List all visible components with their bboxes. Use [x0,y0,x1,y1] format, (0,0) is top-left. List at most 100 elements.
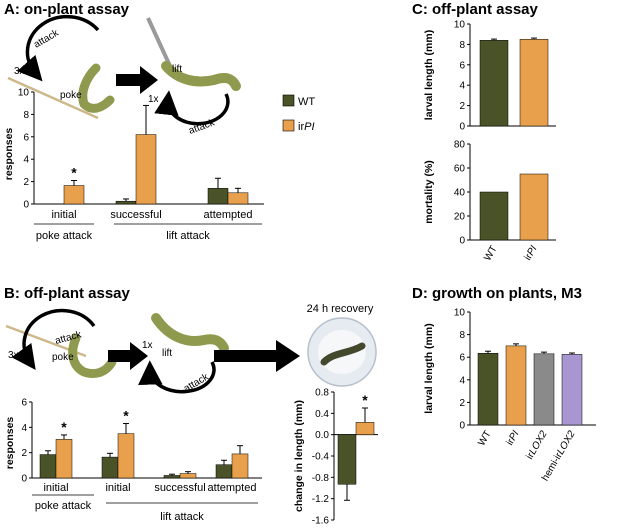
chart-b-category-label: initial [105,482,130,494]
legend-ir-gene: PI [304,121,314,133]
panel-a-illustration: attack 3x poke lift attack 1x [7,14,241,137]
chart-d-ylabel: larval length (mm) [423,323,435,413]
chart-a-ytick-label: 2 [23,177,29,188]
chart-c-mortality-bar [479,191,509,241]
attack-label-b1: attack [54,329,84,347]
chart-a-bar-irpi [63,185,85,205]
chart-a-ylabel: responses [3,128,15,181]
caterpillar-b1 [68,333,117,379]
chart-b-change-ytick-label: 0.8 [315,388,329,399]
chart-d-category-label: WT [476,429,493,448]
chart-c-length-ylabel: larval length (mm) [423,30,435,120]
attack-arrow-b1 [11,308,96,370]
panel-b-illustration: attack 3x poke lift attack 1x 24 h recov… [5,303,377,395]
chart-d-bar [505,345,527,426]
chart-d-ytick-label: 10 [454,308,466,319]
chart-a-ytick-label: 6 [23,132,29,143]
attack-label-a2: attack [187,117,217,137]
chart-b-change-ytick-label: 0.4 [315,409,329,420]
chart-c-mortality-category-label-prefix: ir [523,252,536,263]
caterpillar-a1 [78,63,115,113]
chart-d-category-label: irPI [505,429,522,448]
chart-b-significance: * [123,408,129,424]
legend-swatch-irpi [282,119,295,132]
chart-d-bar [533,353,555,426]
caterpillar-b2 [151,313,229,353]
chart-c-mortality-ytick-label: 20 [454,212,466,223]
chart-a-bar-irpi [135,134,157,205]
chart-b-change-ylabel: change in length (mm) [293,400,305,512]
chart-b-bar-wt [163,475,181,479]
transition-arrow-b2 [214,340,300,372]
chart-c-mortality-ytick-label: 40 [454,188,466,199]
chart-c-mortality-ytick-label: 60 [454,164,466,175]
chart-d-bar [561,354,583,426]
chart-d-ytick-label: 8 [459,330,465,341]
chart-c-length-ytick-label: 10 [454,20,466,31]
chart-c-length-bar [519,39,549,127]
chart-a-category-label: successful [110,209,161,221]
chart-c-mortality-category-label: WT [482,244,499,263]
attack-arrow-a1 [17,14,100,82]
legend: WT irPI [282,94,315,133]
chart-b-change-ytick-label: 0.0 [315,430,329,441]
chart-b-bar-wt [215,464,233,479]
chart-d-category-label-prefix: ir [525,451,538,462]
chart-a-bar-wt [207,188,229,205]
chart-b-bar-wt [101,456,119,479]
chart-c-mortality-bar [519,173,549,241]
count-label-a1: 3x [14,66,25,77]
count-label-b2: 1x [142,340,153,351]
chart-a-category-label: attempted [204,209,253,221]
attack-arrow-a2 [154,90,230,126]
chart-c-mortality-ytick-label: 80 [454,140,466,151]
chart-d-category-label: irLOX2 [525,429,550,462]
chart-b-bar-irpi [179,473,197,479]
chart-c-mortality-ylabel: mortality (%) [423,160,435,224]
chart-c-mortality-category-label: irPI [523,244,540,263]
lift-label-a: lift [172,64,182,75]
chart-a-ytick-label: 8 [23,110,29,121]
chart-b-ytick-label: 0 [21,474,27,485]
lift-label-b: lift [162,348,172,359]
panel-c-title: C: off-plant assay [412,1,539,18]
legend-ir-prefix: ir [298,121,304,133]
chart-d-category-label-gene: LOX2 [527,429,550,457]
chart-c-length-ytick-label: 8 [459,40,465,51]
chart-b-change: 0.80.40.0-0.4-0.8-1.2-1.6*change in leng… [293,388,378,527]
group-label-a-lift: lift attack [166,230,210,242]
chart-a-ytick-label: 4 [23,155,29,166]
chart-a-significance: * [71,164,77,180]
chart-a-bar-irpi [227,192,249,205]
chart-b-change-bar-irpi [355,422,375,435]
poke-stick [7,76,99,120]
poke-label-a: poke [60,90,82,101]
chart-b-bar-wt [39,454,57,479]
panel-b-title: B: off-plant assay [4,285,131,302]
chart-c-length-ytick-label: 6 [459,60,465,71]
chart-a-ytick-label: 10 [18,88,30,99]
chart-a-category-label: initial [51,209,76,221]
chart-b-change-ytick-label: -1.6 [312,516,330,527]
chart-d-category-label-prefix: ir [505,437,518,448]
count-label-a2: 1x [148,94,159,105]
chart-c-length-ytick-label: 0 [459,122,465,133]
chart-b-ytick-label: 6 [21,398,27,409]
chart-b-ytick-label: 2 [21,448,27,459]
poke-label-b: poke [52,352,74,363]
attack-arrow-b2 [138,360,216,394]
chart-d-category-label-gene: LOX2 [555,429,578,457]
chart-b-change-significance: * [362,392,368,408]
chart-b-category-label: initial [43,482,68,494]
chart-d-ytick-label: 2 [459,398,465,409]
chart-b-bar-irpi [117,433,135,479]
transition-arrow-a [116,66,158,94]
chart-b-significance: * [61,419,67,435]
chart-b-bar-irpi [55,439,73,479]
chart-b-ytick-label: 4 [21,423,27,434]
chart-c-length-bar [479,40,509,127]
